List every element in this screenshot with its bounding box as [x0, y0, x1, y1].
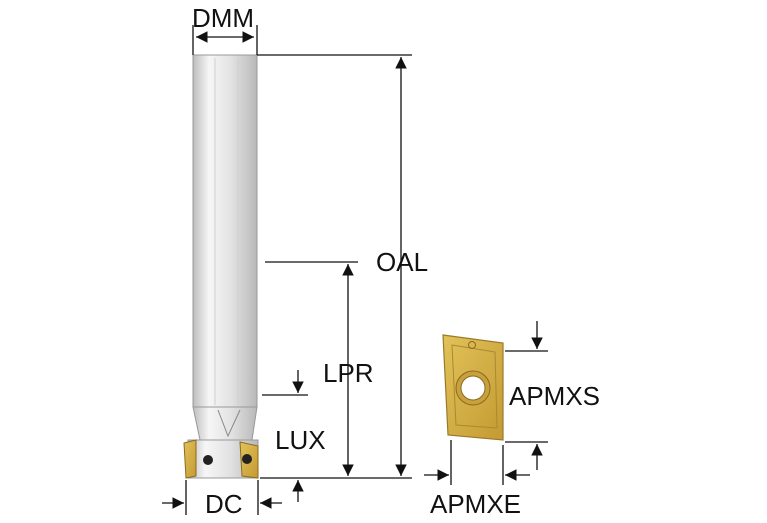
label-lux: LUX	[275, 425, 326, 455]
insert-detail	[442, 334, 504, 441]
dimension-lines	[162, 25, 548, 515]
label-lpr: LPR	[323, 358, 374, 388]
label-dc: DC	[205, 489, 243, 519]
label-apmxe: APMXE	[430, 489, 521, 519]
screw-icon	[242, 454, 252, 464]
label-oal: OAL	[376, 247, 428, 277]
cutter-body	[183, 54, 259, 479]
screw-icon	[203, 455, 213, 465]
label-apmxs: APMXS	[509, 381, 600, 411]
label-dmm: DMM	[192, 3, 254, 33]
insert-left	[183, 439, 197, 479]
